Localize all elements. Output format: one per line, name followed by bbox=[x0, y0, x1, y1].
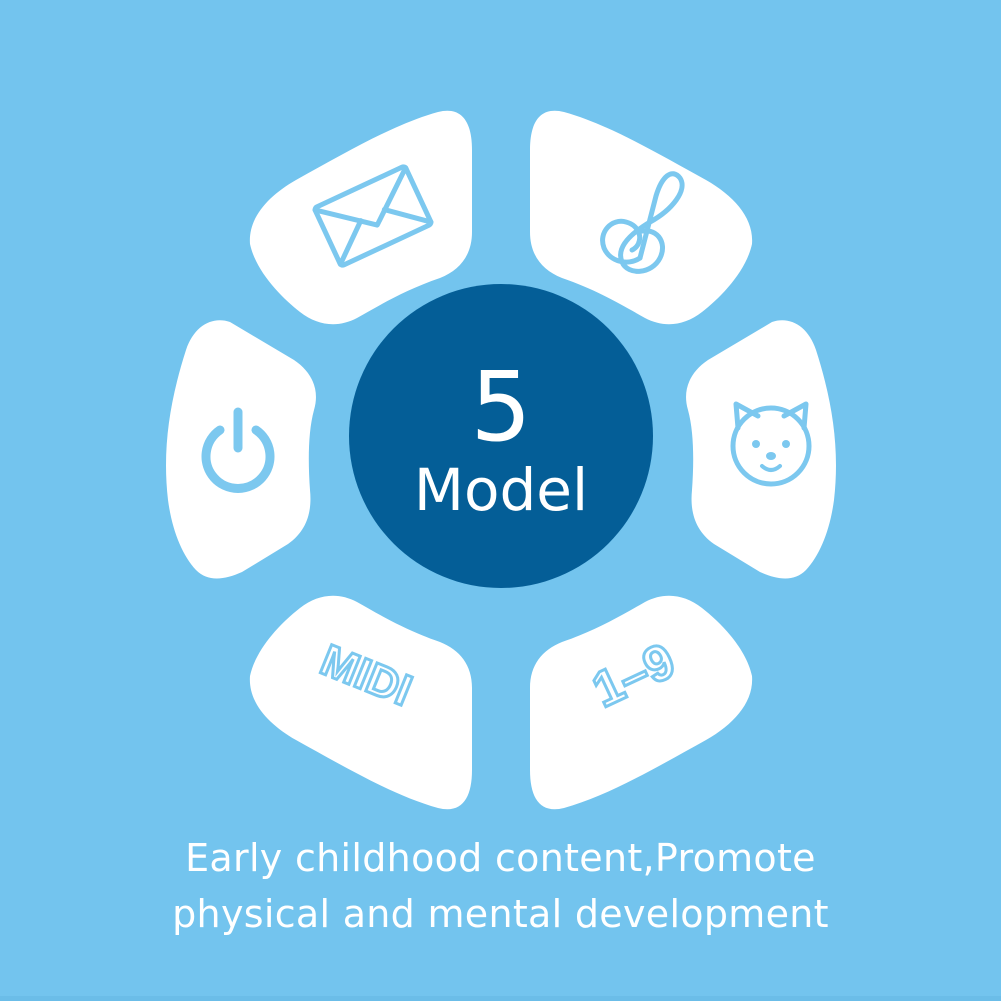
mail-icon bbox=[312, 164, 434, 268]
bottom-rule bbox=[0, 996, 1001, 1001]
music-petal[interactable] bbox=[530, 110, 753, 325]
bear-features-icon bbox=[752, 440, 790, 460]
numbers-petal[interactable] bbox=[530, 595, 753, 810]
treble-clef-icon bbox=[600, 171, 685, 274]
power-icon bbox=[201, 407, 275, 493]
model-count: 5 bbox=[470, 351, 531, 463]
bear-mouth-icon bbox=[760, 464, 782, 472]
mail-petal[interactable] bbox=[249, 110, 472, 325]
animal-petal[interactable] bbox=[686, 320, 836, 579]
midi-petal[interactable] bbox=[249, 595, 472, 810]
caption-line-2: physical and mental development bbox=[172, 892, 829, 936]
model-label: Model bbox=[414, 456, 588, 524]
caption-line-1: Early childhood content,Promote bbox=[185, 836, 816, 880]
bear-face-icon bbox=[730, 401, 812, 487]
center-disc bbox=[349, 284, 653, 588]
